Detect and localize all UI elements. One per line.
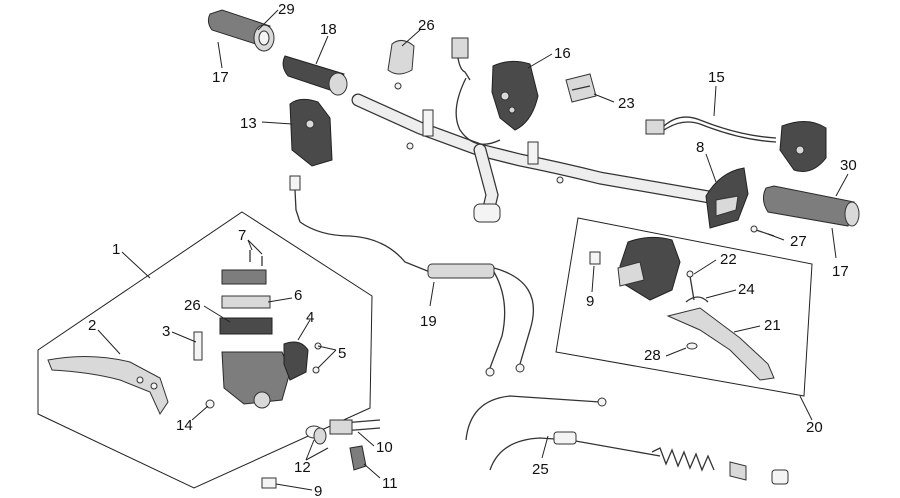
callout-6: 6 (294, 287, 302, 304)
throttle-housing-part (289, 98, 333, 223)
callout-9-bottom: 9 (314, 483, 322, 498)
right-grip-part (762, 185, 860, 227)
callout-15: 15 (708, 69, 725, 86)
callout-20: 20 (806, 419, 823, 436)
callout-27: 27 (790, 233, 807, 250)
connector-part-23 (565, 73, 597, 103)
cover-part-8 (705, 167, 749, 229)
bracket-part-top (387, 40, 415, 90)
callout-29: 29 (278, 1, 295, 18)
callout-22: 22 (720, 251, 737, 268)
right-switch-part (645, 116, 827, 172)
callout-11: 11 (382, 475, 398, 492)
callout-25: 25 (532, 461, 549, 478)
callout-21: 21 (764, 317, 781, 334)
master-cylinder-group-box (37, 211, 373, 489)
lower-cable-parts (261, 419, 381, 489)
callout-24: 24 (738, 281, 755, 298)
callout-9-box: 9 (586, 293, 594, 310)
callout-19: 19 (420, 313, 437, 330)
switch-housing-part (451, 37, 539, 145)
callout-18: 18 (320, 21, 337, 38)
left-grip-part (207, 9, 275, 52)
leader-lines (97, 9, 849, 491)
callout-17-right: 17 (832, 263, 849, 280)
callout-10: 10 (376, 439, 393, 456)
callout-23: 23 (618, 95, 635, 112)
callout-28: 28 (644, 347, 661, 364)
callout-13: 13 (240, 115, 257, 132)
callout-3: 3 (162, 323, 170, 340)
callout-5: 5 (338, 345, 346, 362)
callout-8: 8 (696, 139, 704, 156)
callout-2: 2 (88, 317, 96, 334)
throttle-cable-part (299, 221, 535, 377)
callout-17-grip: 17 (212, 69, 229, 86)
brake-cable-part (465, 395, 789, 485)
handlebar (351, 93, 722, 223)
callout-26-box: 26 (184, 297, 201, 314)
callout-30: 30 (840, 157, 857, 174)
lever-group-box (555, 217, 813, 397)
callout-4: 4 (306, 309, 314, 326)
grip-sleeve-part (282, 55, 348, 96)
callout-26-bracket: 26 (418, 17, 435, 34)
callout-16: 16 (554, 45, 571, 62)
callout-1: 1 (112, 241, 120, 258)
callout-12: 12 (294, 459, 311, 476)
callout-7: 7 (238, 227, 246, 244)
callout-14: 14 (176, 417, 193, 434)
callout-labels: 29 17 18 26 16 23 15 13 8 30 27 17 1 7 2… (88, 1, 857, 498)
